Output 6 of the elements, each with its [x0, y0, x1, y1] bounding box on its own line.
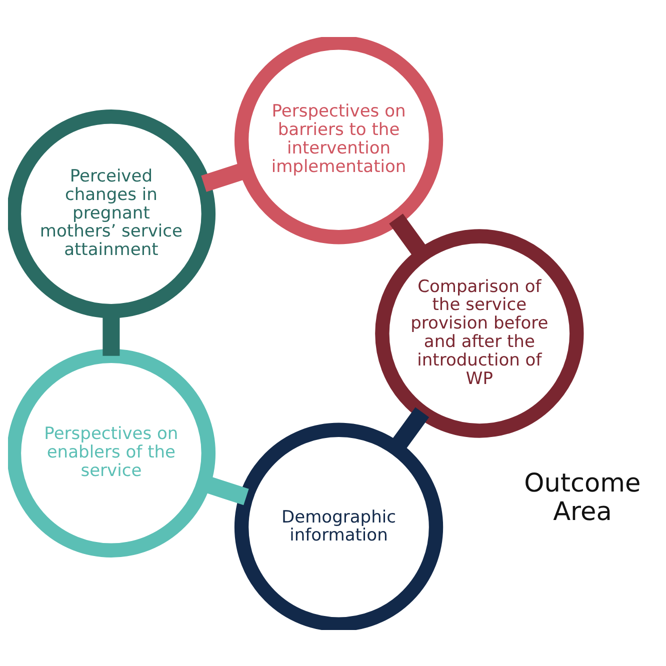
node-circle: Comparison of the service provision before and after the introduction of WP [375, 228, 584, 438]
node-circle: Perspectives on barriers to the intervention implementation [234, 36, 444, 244]
label: Outcome Area [524, 468, 641, 527]
node-circle: Demographic information [234, 422, 444, 630]
node-circle: Perspectives on enablers of the service [8, 348, 216, 557]
node-circle: Perceived changes in pregnant mothers’ service attainment [8, 109, 216, 318]
